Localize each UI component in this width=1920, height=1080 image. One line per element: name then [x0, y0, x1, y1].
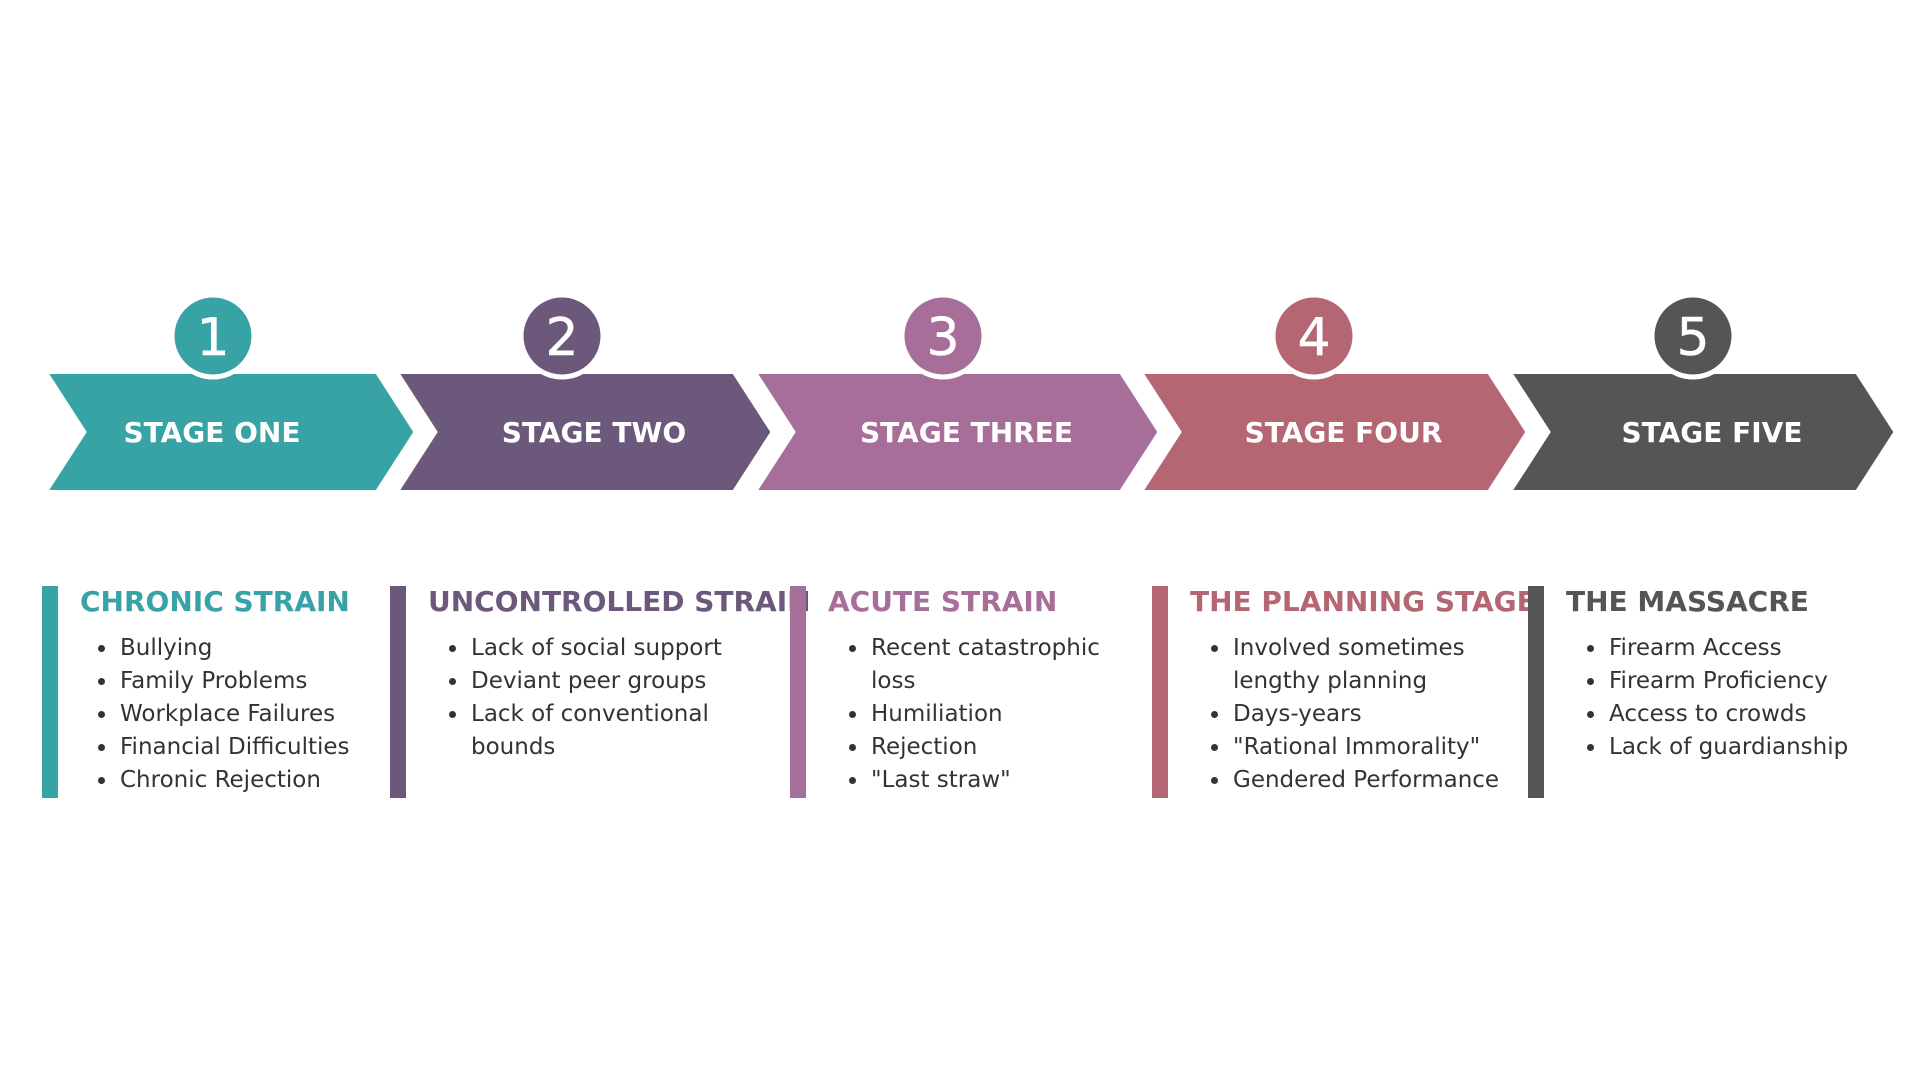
- stage-2-chevron: STAGE TWO: [385, 366, 780, 498]
- stage-5-detail: THE MASSACRE Firearm AccessFirearm Profic…: [1528, 586, 1898, 798]
- list-item: "Last straw": [869, 764, 1150, 797]
- stage-3-detail: ACUTE STRAIN Recent catastrophic lossHumi…: [790, 586, 1150, 798]
- list-item: Deviant peer groups: [469, 665, 780, 698]
- stage-5-heading: THE MASSACRE: [1566, 585, 1809, 618]
- list-item: Lack of conventional bounds: [469, 698, 780, 764]
- list-item: Financial Difficulties: [118, 731, 362, 764]
- stage-5-title: STAGE FIVE: [1622, 416, 1803, 449]
- stage-1-detail: CHRONIC STRAIN BullyingFamily ProblemsWor…: [42, 586, 362, 798]
- stage-2-title: STAGE TWO: [502, 416, 686, 449]
- stage-4-chevron: STAGE FOUR: [1129, 366, 1535, 498]
- stage-1-badge-circle: [169, 292, 257, 380]
- list-item: Involved sometimes lengthy planning: [1231, 632, 1522, 698]
- stage-4-arrow-shape: [1129, 366, 1535, 498]
- stage-1-number-badge: 1: [169, 292, 257, 380]
- list-item: Family Problems: [118, 665, 362, 698]
- stage-5-item-list: Firearm AccessFirearm ProficiencyAccess …: [1551, 632, 1898, 764]
- list-item: "Rational Immorality": [1231, 731, 1522, 764]
- stage-3-accent-bar: [790, 586, 806, 798]
- stage-1-title: STAGE ONE: [124, 416, 301, 449]
- stage-2-number: 2: [545, 308, 578, 368]
- stage-3-number-badge: 3: [899, 292, 987, 380]
- list-item: Humiliation: [869, 698, 1150, 731]
- list-item: Rejection: [869, 731, 1150, 764]
- stage-4-heading: THE PLANNING STAGE: [1190, 585, 1536, 618]
- stage-4-number: 4: [1297, 308, 1330, 368]
- stage-3-item-list: Recent catastrophic lossHumiliationRejec…: [813, 632, 1150, 797]
- list-item: Firearm Proficiency: [1607, 665, 1898, 698]
- list-item: Days-years: [1231, 698, 1522, 731]
- stage-4-item-list: Involved sometimes lengthy planningDays-…: [1175, 632, 1522, 797]
- list-item: Access to crowds: [1607, 698, 1898, 731]
- list-item: Recent catastrophic loss: [869, 632, 1150, 698]
- stage-2-badge-circle: [518, 292, 606, 380]
- stage-3-heading: ACUTE STRAIN: [828, 585, 1058, 618]
- stage-3-number: 3: [926, 308, 959, 368]
- list-item: Workplace Failures: [118, 698, 362, 731]
- stage-3-chevron: STAGE THREE: [743, 366, 1167, 498]
- stage-2-number-badge: 2: [518, 292, 606, 380]
- stage-1-item-list: BullyingFamily ProblemsWorkplace Failure…: [62, 632, 362, 797]
- stage-5-number-badge: 5: [1649, 292, 1737, 380]
- list-item: Lack of guardianship: [1607, 731, 1898, 764]
- stage-4-title: STAGE FOUR: [1245, 416, 1443, 449]
- stage-3-title: STAGE THREE: [860, 416, 1073, 449]
- list-item: Firearm Access: [1607, 632, 1898, 665]
- stage-1-number: 1: [196, 308, 229, 368]
- stage-2-heading: UNCONTROLLED STRAIN: [428, 585, 811, 618]
- stage-2-detail: UNCONTROLLED STRAIN Lack of social suppor…: [390, 585, 811, 798]
- stage-1-accent-bar: [42, 586, 58, 798]
- stage-4-badge-circle: [1270, 292, 1358, 380]
- stage-1-chevron: STAGE ONE: [34, 366, 423, 498]
- stage-4-detail: THE PLANNING STAGE Involved sometimes len…: [1152, 585, 1536, 798]
- stage-2-accent-bar: [390, 586, 406, 798]
- stage-5-badge-circle: [1649, 292, 1737, 380]
- stage-2-arrow-shape: [385, 366, 780, 498]
- stage-4-accent-bar: [1152, 586, 1168, 798]
- stage-3-arrow-shape: [743, 366, 1167, 498]
- list-item: Gendered Performance: [1231, 764, 1522, 797]
- stage-3-badge-circle: [899, 292, 987, 380]
- list-item: Bullying: [118, 632, 362, 665]
- stage-5-number: 5: [1676, 308, 1709, 368]
- stage-5-arrow-shape: [1498, 366, 1903, 498]
- list-item: Lack of social support: [469, 632, 780, 665]
- stage-2-item-list: Lack of social supportDeviant peer group…: [413, 632, 780, 764]
- stage-1-heading: CHRONIC STRAIN: [80, 585, 350, 618]
- list-item: Chronic Rejection: [118, 764, 362, 797]
- stage-5-accent-bar: [1528, 586, 1544, 798]
- stage-5-chevron: STAGE FIVE: [1498, 366, 1903, 498]
- stage-1-arrow-shape: [34, 366, 423, 498]
- stage-4-number-badge: 4: [1270, 292, 1358, 380]
